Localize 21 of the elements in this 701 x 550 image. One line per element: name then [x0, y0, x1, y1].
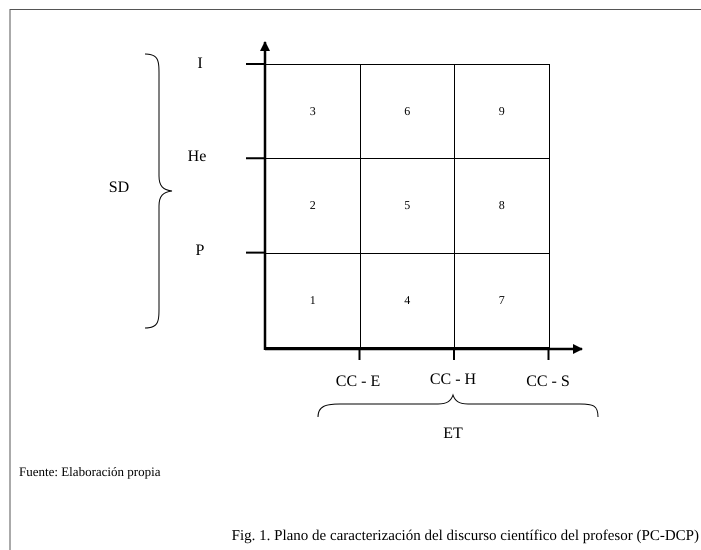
axis-category-label: CC - E [336, 373, 380, 391]
axis-category-label: CC - S [526, 373, 570, 391]
axis-level-label: I [197, 55, 203, 73]
cell-number: 7 [498, 292, 505, 308]
source-note: Fuente: Elaboración propia [19, 464, 161, 480]
dimension-label: SD [108, 179, 130, 197]
dimension-label: ET [443, 425, 463, 443]
cell-number: 3 [310, 104, 316, 120]
cell-number: 1 [310, 292, 316, 308]
axis-level-label: He [188, 148, 206, 166]
cell-number: 8 [498, 198, 505, 214]
axis-level-label: P [196, 242, 204, 260]
grid-cell [454, 64, 550, 160]
cell-number: 2 [310, 198, 316, 214]
cell-number: 4 [404, 292, 410, 308]
cell-number: 6 [404, 104, 410, 120]
grid-cell [454, 252, 550, 348]
cell-number: 5 [404, 198, 410, 214]
cell-number: 9 [498, 104, 505, 120]
axis-category-label: CC - H [430, 371, 476, 389]
figure-caption: Fig. 1. Plano de caracterización del discurso científico del profesor (PC-DCP) [232, 528, 699, 544]
